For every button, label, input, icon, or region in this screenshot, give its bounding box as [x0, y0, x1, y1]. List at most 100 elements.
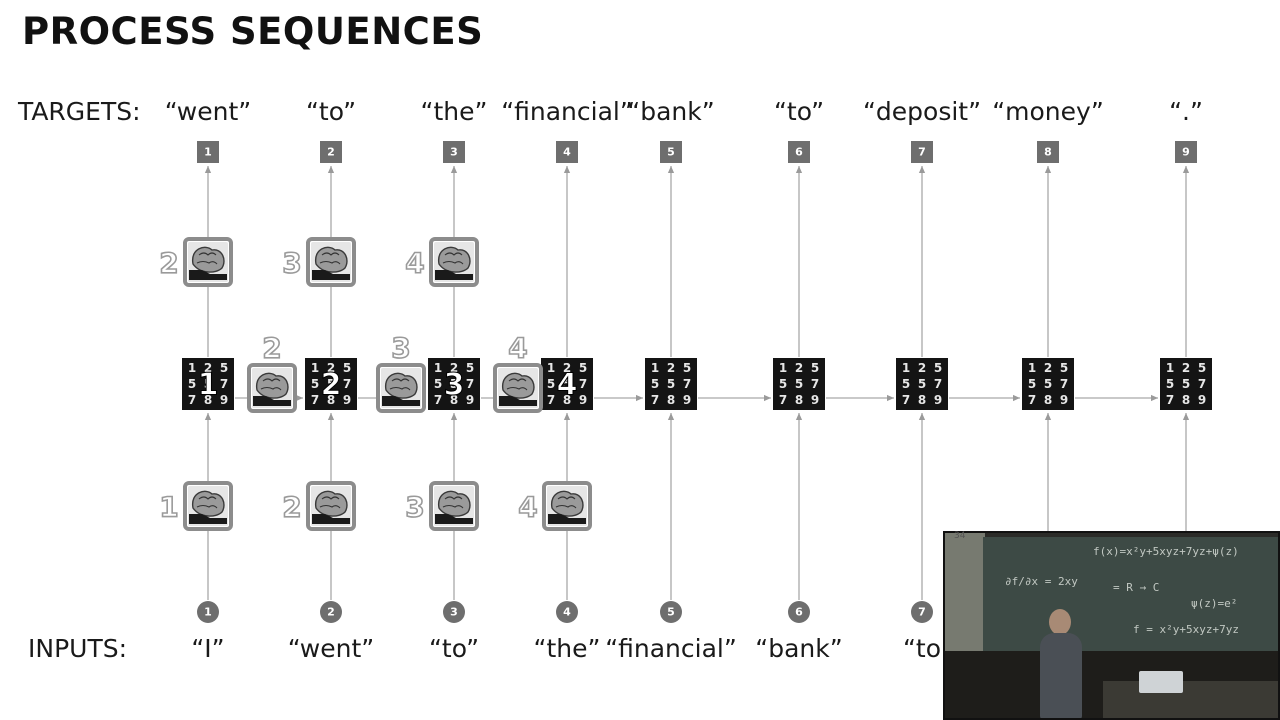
grid-digit: 7 [466, 377, 474, 391]
state-step-number: 2 [321, 368, 342, 403]
grid-digit: 8 [667, 393, 675, 407]
state-step-number: 1 [198, 368, 219, 403]
grid-digit: 8 [563, 393, 571, 407]
input-index-badge: 5 [660, 601, 682, 623]
lecturer [1038, 609, 1084, 720]
target-word: “to” [773, 97, 825, 126]
grid-digit: 5 [1166, 377, 1174, 391]
target-index-badge: 9 [1175, 141, 1197, 163]
target-index-badge: 1 [197, 141, 219, 163]
grid-digit: 8 [1182, 393, 1190, 407]
grid-digit: 5 [795, 377, 803, 391]
grid-digit: 7 [902, 393, 910, 407]
grid-digit: 2 [1182, 361, 1190, 375]
input-index-number: 7 [918, 606, 926, 619]
target-index-badge: 7 [911, 141, 933, 163]
step-number-label: 3 [391, 332, 410, 365]
grid-digit: 2 [1044, 361, 1052, 375]
input-word: “the” [533, 634, 601, 663]
targets-row-label: TARGETS: [18, 97, 141, 126]
target-word: “money” [992, 97, 1104, 126]
grid-digit: 9 [934, 393, 942, 407]
grid-digit: 5 [434, 377, 442, 391]
input-word: “financial” [605, 634, 737, 663]
grid-digit: 5 [1182, 377, 1190, 391]
step-number-label: 4 [405, 247, 424, 280]
grid-digit: 1 [1166, 361, 1174, 375]
target-index-badge: 3 [443, 141, 465, 163]
board-equation: f(x)=x²y+5xyz+7yz+ψ(z) [1093, 545, 1239, 558]
target-word: “to” [305, 97, 357, 126]
target-index-badge: 6 [788, 141, 810, 163]
input-index-badge: 4 [556, 601, 578, 623]
target-index-number: 1 [204, 146, 212, 159]
grid-digit: 9 [811, 393, 819, 407]
brain-icon [183, 481, 233, 531]
input-word: “went” [287, 634, 375, 663]
grid-digit: 5 [1044, 377, 1052, 391]
target-index-badge: 2 [320, 141, 342, 163]
target-index-number: 2 [327, 146, 335, 159]
grid-digit: 5 [343, 361, 351, 375]
grid-digit: 1 [547, 361, 555, 375]
grid-digit: 7 [1198, 377, 1206, 391]
input-index-badge: 1 [197, 601, 219, 623]
grid-digit: 2 [327, 361, 335, 375]
grid-digit: 7 [547, 393, 555, 407]
grid-digit: 1 [902, 361, 910, 375]
grid-digit: 1 [779, 361, 787, 375]
input-index-number: 1 [204, 606, 212, 619]
grid-digit: 9 [683, 393, 691, 407]
target-index-number: 8 [1044, 146, 1052, 159]
input-index-badge: 7 [911, 601, 933, 623]
grid-digit: 8 [204, 393, 212, 407]
brain-icon [542, 481, 592, 531]
grid-digit: 7 [220, 377, 228, 391]
input-index-number: 6 [795, 606, 803, 619]
target-index-number: 5 [667, 146, 675, 159]
brain-icon [183, 237, 233, 287]
grid-digit: 7 [343, 377, 351, 391]
step-number-label: 4 [518, 491, 537, 524]
grid-digit: 5 [667, 377, 675, 391]
laptop-icon [1139, 671, 1183, 693]
grid-digit: 1 [434, 361, 442, 375]
grid-digit: 8 [918, 393, 926, 407]
grid-digit: 1 [188, 361, 196, 375]
grid-digit: 7 [188, 393, 196, 407]
grid-digit: 7 [311, 393, 319, 407]
grid-digit: 5 [683, 361, 691, 375]
brain-icon [306, 237, 356, 287]
input-word: “I” [191, 634, 225, 663]
target-index-number: 9 [1182, 146, 1190, 159]
state-step-number: 4 [557, 368, 578, 403]
brain-icon [306, 481, 356, 531]
chalkboard [983, 537, 1280, 657]
grid-digit: 7 [1028, 393, 1036, 407]
input-index-number: 3 [450, 606, 458, 619]
grid-digit: 5 [1198, 361, 1206, 375]
grid-digit: 1 [651, 361, 659, 375]
target-index-badge: 4 [556, 141, 578, 163]
grid-digit: 5 [450, 377, 458, 391]
brain-icon [429, 481, 479, 531]
grid-digit: 7 [1166, 393, 1174, 407]
brain-icon [493, 363, 543, 413]
grid-digit: 9 [1060, 393, 1068, 407]
step-number-label: 3 [405, 491, 424, 524]
grid-digit: 5 [934, 361, 942, 375]
target-word: “the” [420, 97, 488, 126]
grid-digit: 9 [1198, 393, 1206, 407]
state-step-number: 3 [444, 368, 465, 403]
input-word: “bank” [755, 634, 843, 663]
grid-digit: 5 [563, 377, 571, 391]
grid-digit: 7 [1060, 377, 1068, 391]
target-index-number: 7 [918, 146, 926, 159]
grid-digit: 7 [934, 377, 942, 391]
lecture-video-inset: f(x)=x²y+5xyz+7yz+ψ(z) ∂f/∂x = 2xy = R →… [943, 531, 1280, 720]
classroom-wall [943, 531, 985, 661]
input-word: “to [902, 634, 942, 663]
